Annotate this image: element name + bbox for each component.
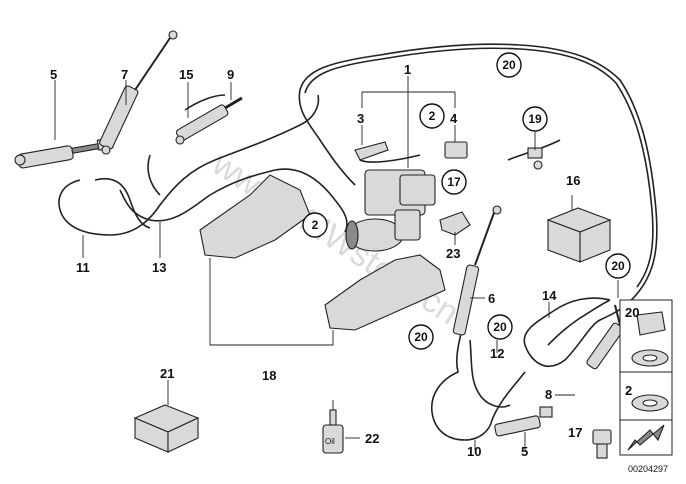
label-part-14: 14 <box>542 288 557 303</box>
hose-line-main <box>298 43 658 367</box>
svg-text:20: 20 <box>493 320 507 334</box>
part-16-box <box>546 207 612 263</box>
svg-text:2: 2 <box>312 218 319 232</box>
label-part-11: 11 <box>76 260 90 275</box>
part-1-hydraulic-unit <box>345 169 436 252</box>
label-part-4: 4 <box>450 111 458 126</box>
label-part-8: 8 <box>545 387 552 402</box>
part-18-covers <box>199 174 446 346</box>
svg-text:19: 19 <box>528 112 542 126</box>
svg-text:20: 20 <box>414 330 428 344</box>
part-19-sensor <box>507 139 561 170</box>
part-22-oil-bottle: Oil <box>322 400 344 454</box>
legend-label-2: 2 <box>625 383 632 398</box>
label-part-18: 18 <box>262 368 276 383</box>
callout-20-top: 20 <box>496 52 522 78</box>
label-part-7: 7 <box>121 67 128 82</box>
svg-text:17: 17 <box>447 175 461 189</box>
leader-lines <box>54 76 619 450</box>
part-15-hose <box>184 94 226 111</box>
part-5-right-hydraulic-cylinder <box>494 406 553 437</box>
callout-20-right: 20 <box>605 253 631 279</box>
svg-text:20: 20 <box>502 58 516 72</box>
hose-line-13 <box>119 154 348 233</box>
hose-line-10 <box>431 329 526 441</box>
svg-text:20: 20 <box>611 259 625 273</box>
part-23-holder <box>439 211 471 236</box>
callout-20-center: 20 <box>408 324 434 350</box>
label-part-22: 22 <box>365 431 379 446</box>
part-21-box <box>133 404 200 453</box>
label-part-6: 6 <box>488 291 495 306</box>
hose-line-14 <box>547 299 611 346</box>
label-part-3: 3 <box>357 111 364 126</box>
label-part-12: 12 <box>490 346 504 361</box>
callout-2-left: 2 <box>302 212 328 238</box>
legend-label-17: 17 <box>568 425 582 440</box>
part-3-bracket <box>354 141 421 163</box>
label-part-1: 1 <box>404 62 411 77</box>
label-part-15: 15 <box>179 67 193 82</box>
part-8-hydraulic-cylinder <box>586 304 624 370</box>
part-6-gas-strut <box>452 205 502 336</box>
legend-label-20: 20 <box>625 305 639 320</box>
label-part-5-right: 5 <box>521 444 528 459</box>
svg-text:2: 2 <box>429 109 436 123</box>
part-7-gas-strut <box>99 30 178 155</box>
label-part-13: 13 <box>152 260 166 275</box>
label-part-16: 16 <box>566 173 580 188</box>
callout-2-top: 2 <box>419 103 445 129</box>
label-part-5-left: 5 <box>50 67 57 82</box>
label-part-23: 23 <box>446 246 460 261</box>
label-part-10: 10 <box>467 444 481 459</box>
label-part-21: 21 <box>160 366 174 381</box>
label-part-9: 9 <box>227 67 234 82</box>
part-5-hydraulic-cylinder <box>14 137 114 169</box>
part-4-connector <box>444 141 468 159</box>
callout-17: 17 <box>441 169 467 195</box>
part-9-hydraulic-cylinder <box>175 96 243 145</box>
document-id: 00204297 <box>628 464 668 474</box>
hose-line-11 <box>58 94 320 236</box>
legend-panel <box>592 299 673 459</box>
callout-20-center-right: 20 <box>487 314 513 340</box>
callout-19: 19 <box>522 106 548 132</box>
oil-label: Oil <box>325 437 335 446</box>
